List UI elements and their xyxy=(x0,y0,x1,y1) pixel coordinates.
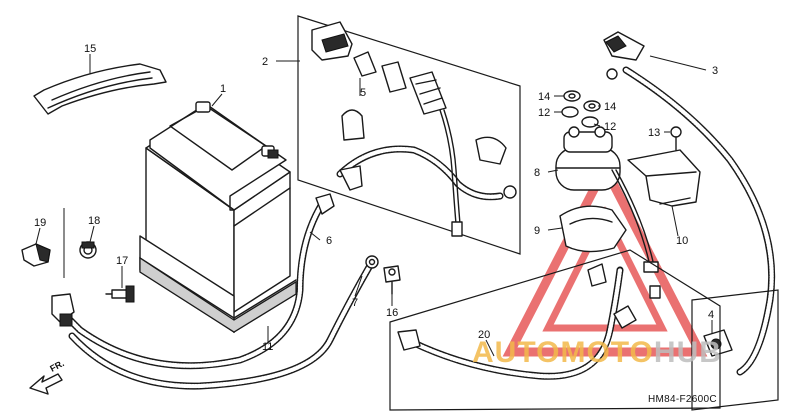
leader-lines xyxy=(35,54,713,357)
svg-text:AUTOMOTOHUB: AUTOMOTOHUB xyxy=(472,336,722,369)
battery xyxy=(145,101,291,313)
front-label: FR. xyxy=(48,358,65,374)
screw-13 xyxy=(670,126,682,151)
watermark-part1: AUTO xyxy=(472,336,560,369)
callout-11: 11 xyxy=(262,341,273,353)
watermark-part3: HUB xyxy=(654,336,722,369)
nut-12-right xyxy=(581,116,599,128)
bolt-17 xyxy=(105,285,135,303)
callout-15: 15 xyxy=(84,43,96,55)
callout-18: 18 xyxy=(88,215,100,227)
callout-8: 8 xyxy=(534,167,540,179)
callout-20: 20 xyxy=(478,329,490,341)
terminal-end xyxy=(51,293,75,327)
nut-14-right xyxy=(583,100,601,112)
harness-assembly xyxy=(311,21,517,237)
cable-6 xyxy=(64,193,335,370)
battery-strap xyxy=(33,63,167,115)
cable-7 xyxy=(68,255,379,390)
callout-labels: 1 2 3 4 5 6 7 8 9 10 11 12 12 13 14 14 1… xyxy=(34,43,718,353)
watermark-text: AUTOMOTOHUB xyxy=(472,336,722,369)
cap-18 xyxy=(79,241,97,259)
callout-6: 6 xyxy=(326,235,332,247)
callout-12-left: 12 xyxy=(538,107,550,119)
front-direction-arrow: FR. xyxy=(29,358,66,395)
ground-cable-box xyxy=(389,249,721,411)
diagram-code: HM84-F2600C xyxy=(648,394,717,405)
callout-12-right: 12 xyxy=(604,121,616,133)
cable-3 xyxy=(603,31,776,376)
starter-solenoid xyxy=(555,126,621,191)
callout-17: 17 xyxy=(116,255,128,267)
callout-14-right: 14 xyxy=(604,101,616,113)
callout-9: 9 xyxy=(534,225,540,237)
bolt-4-box xyxy=(691,289,779,411)
callout-5: 5 xyxy=(360,87,366,99)
nut-12-left xyxy=(561,106,579,118)
callout-13: 13 xyxy=(648,127,660,139)
callout-10: 10 xyxy=(676,235,688,247)
callout-7: 7 xyxy=(352,297,358,309)
callout-19: 19 xyxy=(34,217,46,229)
callout-1: 1 xyxy=(220,83,226,95)
harness-box xyxy=(297,15,521,255)
solenoid-bracket xyxy=(627,149,701,207)
solenoid-cover xyxy=(559,205,627,253)
nut-14-left xyxy=(563,90,581,102)
callout-2: 2 xyxy=(262,56,268,68)
callout-3: 3 xyxy=(712,65,718,77)
callout-4: 4 xyxy=(708,309,714,321)
callout-14-left: 14 xyxy=(538,91,550,103)
callout-16: 16 xyxy=(386,307,398,319)
battery-pad xyxy=(139,235,297,334)
ground-cable xyxy=(397,263,637,380)
cover-19 xyxy=(21,243,51,267)
watermark-part2: MOTO xyxy=(560,336,653,369)
bolt-16 xyxy=(383,265,401,295)
